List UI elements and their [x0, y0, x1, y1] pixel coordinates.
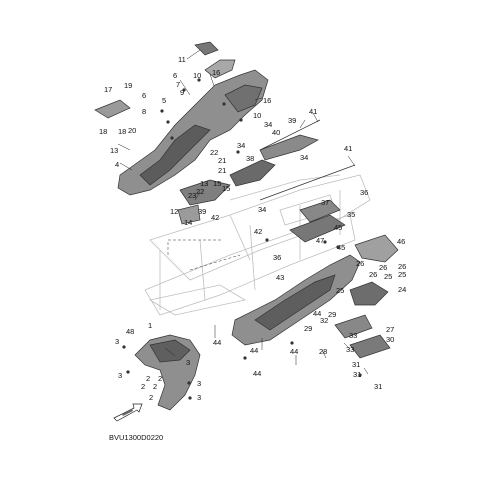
- callout-36b: 36: [273, 253, 281, 262]
- callout-10b: 10: [253, 111, 261, 120]
- fasteners: [122, 78, 362, 400]
- callout-2b: 2: [158, 374, 162, 383]
- callout-48: 48: [126, 327, 134, 336]
- callout-16b: 16: [263, 96, 271, 105]
- callout-15: 15: [213, 179, 221, 188]
- callout-45b: 45: [337, 243, 345, 252]
- callout-31b: 31: [353, 370, 361, 379]
- callout-26: 26: [356, 259, 364, 268]
- callout-41: 41: [309, 107, 317, 116]
- callout-26d: 26: [369, 270, 377, 279]
- callout-31: 31: [352, 360, 360, 369]
- callout-42: 42: [211, 213, 219, 222]
- callout-35: 35: [347, 210, 355, 219]
- callout-39b: 39: [198, 207, 206, 216]
- callout-34b: 34: [237, 141, 245, 150]
- callout-45: 45: [334, 223, 342, 232]
- callout-24: 24: [398, 285, 406, 294]
- callout-39: 39: [288, 116, 296, 125]
- callout-29: 29: [328, 310, 336, 319]
- callout-46: 46: [397, 237, 405, 246]
- callout-2e: 2: [149, 393, 153, 402]
- callout-44: 44: [313, 309, 321, 318]
- reference-lines: [167, 239, 241, 271]
- callout-32: 32: [320, 316, 328, 325]
- rear-fender-assembly: [231, 234, 399, 359]
- diagram-code: BVU1300D0220: [109, 433, 163, 442]
- callout-47: 47: [316, 236, 324, 245]
- callout-8: 8: [142, 107, 146, 116]
- callout-25b: 25: [398, 270, 406, 279]
- callout-12: 12: [170, 207, 178, 216]
- callout-7: 7: [176, 80, 180, 89]
- callout-31c: 31: [374, 382, 382, 391]
- callout-13: 13: [110, 146, 118, 155]
- callout-34c: 34: [300, 153, 308, 162]
- callout-26b: 26: [379, 263, 387, 272]
- callout-17: 17: [104, 85, 112, 94]
- callout-44d: 44: [290, 347, 298, 356]
- callout-2d: 2: [153, 382, 157, 391]
- callout-25c: 25: [336, 286, 344, 295]
- bracket-left: [94, 99, 131, 119]
- callout-23: 23: [188, 191, 196, 200]
- callout-44c: 44: [250, 346, 258, 355]
- callout-1: 1: [148, 321, 152, 330]
- callout-40: 40: [272, 128, 280, 137]
- callout-44b: 44: [213, 338, 221, 347]
- callout-25: 25: [384, 272, 392, 281]
- callout-10: 10: [193, 71, 201, 80]
- callout-14: 14: [184, 218, 192, 227]
- callout-33: 33: [349, 331, 357, 340]
- callout-34d: 34: [258, 205, 266, 214]
- callout-labels: 11 16 10 6 7 9 5 16 17 19 6 8 18 18 20 1…: [99, 55, 406, 402]
- callout-28: 28: [319, 347, 327, 356]
- callout-44e: 44: [253, 369, 261, 378]
- callout-3d: 3: [197, 379, 201, 388]
- callout-16: 16: [212, 68, 220, 77]
- callout-15b: 15: [222, 184, 230, 193]
- callout-26c: 26: [398, 262, 406, 271]
- callout-33b: 33: [346, 345, 354, 354]
- callout-3e: 3: [197, 393, 201, 402]
- callout-6b: 6: [142, 91, 146, 100]
- callout-2: 2: [146, 374, 150, 383]
- callout-2c: 2: [141, 382, 145, 391]
- callout-4: 4: [115, 160, 119, 169]
- callout-22b: 22: [196, 187, 204, 196]
- callout-11: 11: [178, 55, 186, 64]
- callout-29b: 29: [304, 324, 312, 333]
- callout-18b: 18: [118, 127, 126, 136]
- leader-lines: [117, 49, 369, 375]
- support-rods: [259, 119, 356, 243]
- callout-3: 3: [115, 337, 119, 346]
- callout-43: 43: [276, 273, 284, 282]
- callout-5: 5: [162, 96, 166, 105]
- callout-36: 36: [360, 188, 368, 197]
- callout-20: 20: [128, 126, 136, 135]
- side-cover-parts: [177, 134, 319, 225]
- callout-6: 6: [173, 71, 177, 80]
- callout-27: 27: [386, 325, 394, 334]
- frame-outline: [144, 174, 371, 316]
- callout-37: 37: [321, 198, 329, 207]
- callout-9: 9: [180, 88, 184, 97]
- callout-30: 30: [386, 335, 394, 344]
- callout-34: 34: [264, 120, 272, 129]
- callout-13b: 13: [200, 179, 208, 188]
- arrow-icon: [113, 403, 143, 422]
- callout-41b: 41: [344, 144, 352, 153]
- callout-3b: 3: [186, 358, 190, 367]
- callout-19: 19: [124, 81, 132, 90]
- callout-21b: 21: [218, 166, 226, 175]
- callout-22: 22: [210, 148, 218, 157]
- callout-18a: 18: [99, 127, 107, 136]
- callout-21: 21: [218, 156, 226, 165]
- mudguard: [134, 334, 201, 411]
- callout-3c: 3: [118, 371, 122, 380]
- callout-38: 38: [246, 154, 254, 163]
- callout-42b: 42: [254, 227, 262, 236]
- seat-frame-assembly: [117, 41, 269, 196]
